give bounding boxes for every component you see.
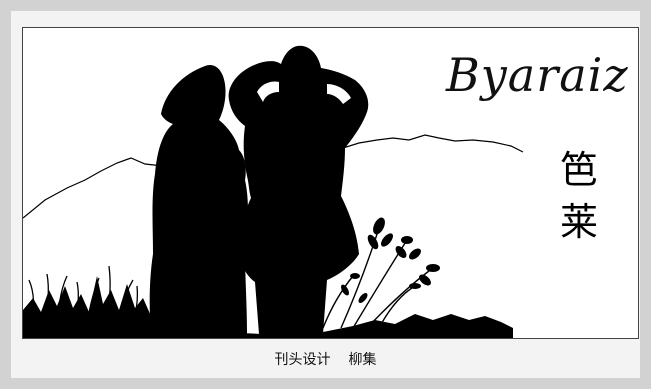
header-artwork: Byaraiz 笆莱: [22, 27, 639, 339]
title-cjk: 笆莱: [559, 148, 598, 244]
plant-leaves: [341, 217, 440, 303]
title-latin: Byaraiz: [446, 48, 629, 102]
caption: 刊头设计 柳集: [0, 346, 651, 372]
woman-silhouette: [149, 64, 248, 334]
grass-blades-left: [28, 265, 139, 329]
man-silhouette: [228, 45, 369, 334]
design-credit-label: 刊头设计: [274, 352, 331, 368]
silhouette-illustration: [23, 45, 524, 338]
grass-ground: [23, 276, 513, 338]
designer-name: 柳集: [348, 352, 377, 368]
